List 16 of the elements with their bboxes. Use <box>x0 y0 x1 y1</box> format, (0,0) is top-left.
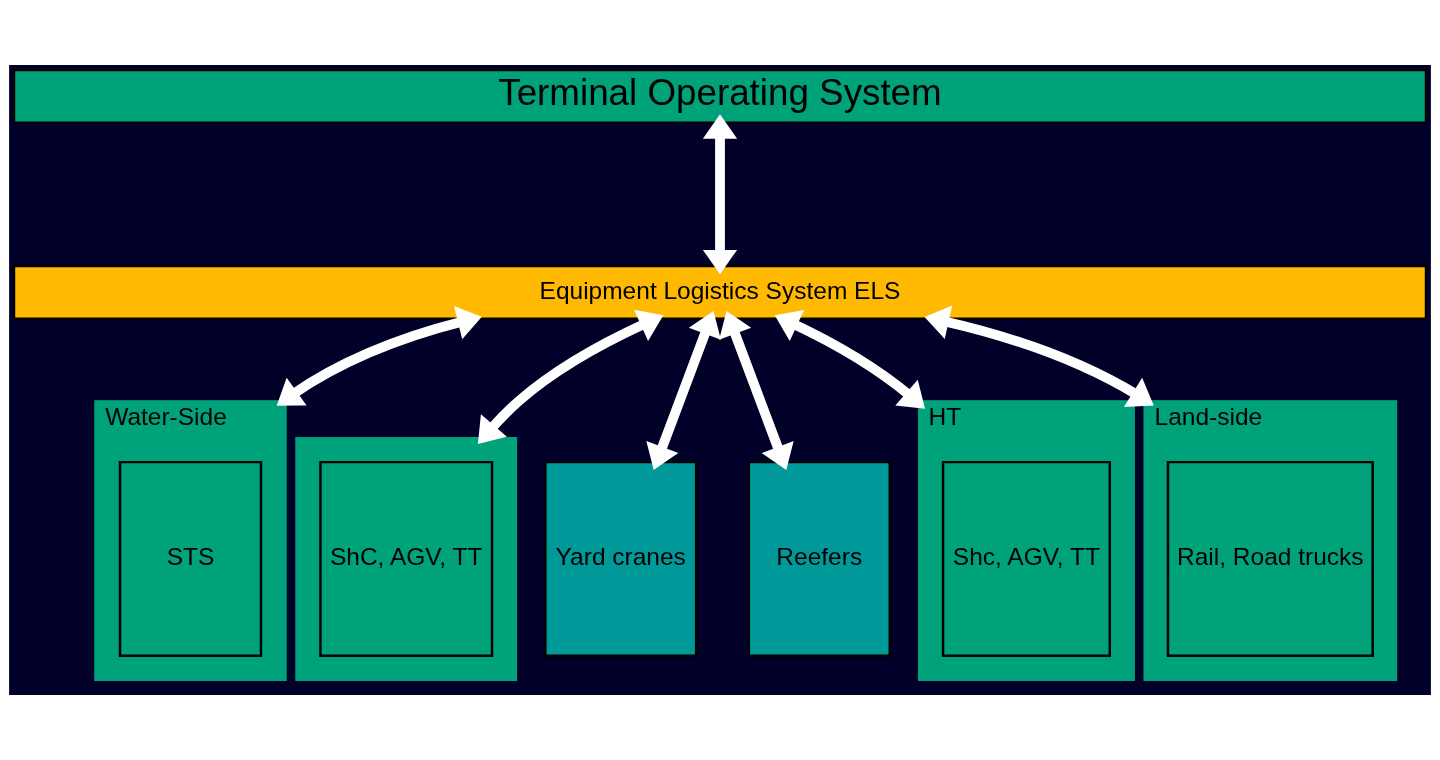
node-box: Equipment Logistics System ELS <box>12 264 1428 320</box>
arrow <box>774 309 926 409</box>
arrow <box>719 310 794 470</box>
node-box: Yard cranes <box>544 460 698 657</box>
arrow <box>924 305 1154 407</box>
node-box: Terminal Operating System <box>12 68 1428 124</box>
node-box: STS <box>118 460 263 657</box>
arrow <box>646 310 721 470</box>
cluster <box>295 437 518 681</box>
node-box: Reefers <box>747 460 891 657</box>
arrow <box>276 306 482 406</box>
node-box: ShC, AGV, TT <box>319 460 494 657</box>
node-box: Rail, Road trucks <box>1166 460 1374 657</box>
arrow <box>702 114 738 275</box>
arrow <box>477 309 664 445</box>
node-box: Shc, AGV, TT <box>941 460 1111 657</box>
